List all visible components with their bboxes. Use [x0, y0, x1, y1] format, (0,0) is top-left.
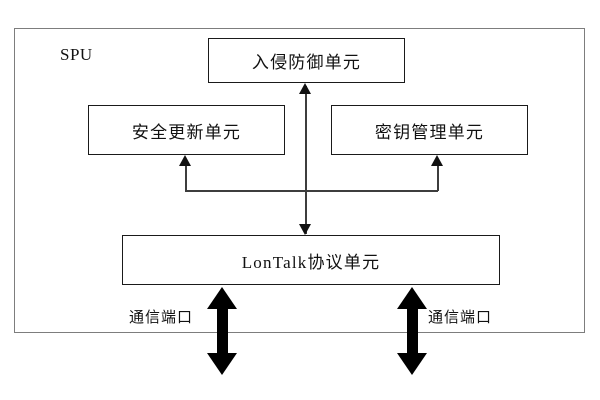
port-arrow-left-shaft — [216, 307, 228, 355]
port-arrow-right-shaft — [406, 307, 418, 355]
communication-port-arrow-left[interactable] — [207, 287, 237, 375]
key-management-unit-box[interactable]: 密钥管理单元 — [331, 105, 528, 155]
connector-right-branch-vertical-line — [437, 166, 439, 191]
port-arrow-right-tip-down-icon — [397, 353, 427, 375]
port-arrow-left-tip-down-icon — [207, 353, 237, 375]
connector-bus-horizontal-line — [185, 190, 438, 192]
intrusion-prevention-unit-label: 入侵防御单元 — [251, 53, 362, 72]
connector-arrowhead-to-key-management — [431, 155, 443, 166]
security-update-unit-label: 安全更新单元 — [131, 122, 242, 142]
connector-arrowhead-to-security-update — [179, 155, 191, 166]
security-update-unit-box[interactable]: 安全更新单元 — [88, 105, 285, 155]
communication-port-label-left: 通信端口 — [129, 310, 194, 326]
communication-port-arrow-right[interactable] — [397, 287, 427, 375]
connector-arrowhead-to-intrusion-prevention — [299, 83, 311, 94]
lontalk-protocol-unit-box[interactable]: LonTalk协议单元 — [122, 235, 500, 285]
lontalk-protocol-unit-label: LonTalk协议单元 — [241, 252, 381, 272]
communication-port-label-right: 通信端口 — [428, 310, 493, 326]
spu-container-frame — [14, 28, 585, 333]
port-arrow-left-tip-up-icon — [207, 287, 237, 309]
port-arrow-right-tip-up-icon — [397, 287, 427, 309]
connector-left-branch-vertical-line — [185, 166, 187, 191]
spu-label: SPU — [60, 45, 93, 64]
intrusion-prevention-unit-box[interactable]: 入侵防御单元 — [208, 38, 405, 83]
key-management-unit-label: 密钥管理单元 — [374, 122, 485, 142]
connector-arrowhead-to-lontalk — [299, 224, 311, 235]
connector-central-vertical-line — [305, 86, 307, 234]
